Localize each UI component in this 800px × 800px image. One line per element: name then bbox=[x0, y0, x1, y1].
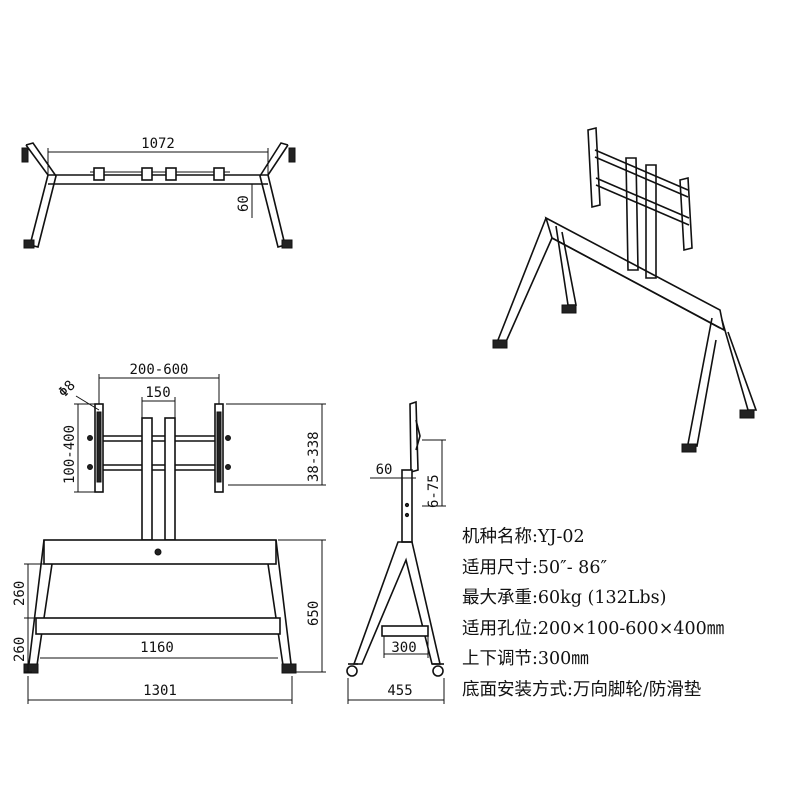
vesa-height-dimension: 100-400 bbox=[62, 425, 78, 484]
spec-value: 200×100-600×400㎜ bbox=[537, 618, 725, 639]
top-view: 1072 60 bbox=[21, 136, 296, 249]
height-adjust-dimension: 38-338 bbox=[306, 431, 322, 482]
hole-diameter-dimension: Φ8 bbox=[56, 378, 79, 401]
total-height-dimension: 650 bbox=[306, 601, 322, 626]
spec-key: 最大承重: bbox=[462, 588, 538, 608]
spec-list: 机种名称:YJ-02 适用尺寸:50″- 86″ 最大承重:60kg (132L… bbox=[462, 522, 798, 705]
top-offset-dimension: 60 bbox=[236, 195, 252, 212]
pin-spacing-dimension: 6-75 bbox=[426, 474, 442, 508]
lower-leg-dimension: 260 bbox=[12, 637, 28, 662]
spec-row-max-load: 最大承重:60kg (132Lbs) bbox=[462, 583, 798, 614]
depth-dimension: 455 bbox=[387, 683, 412, 699]
spec-value: YJ-02 bbox=[537, 527, 585, 547]
spec-key: 上下调节: bbox=[462, 649, 538, 669]
foot-length-dimension: 300 bbox=[391, 640, 416, 656]
column-spacing-dimension: 150 bbox=[145, 385, 170, 401]
spec-row-vesa: 适用孔位:200×100-600×400㎜ bbox=[462, 614, 798, 645]
spec-key: 适用孔位: bbox=[462, 618, 538, 639]
spec-value: 万向脚轮/防滑垫 bbox=[572, 679, 702, 700]
spec-row-base: 底面安装方式:万向脚轮/防滑垫 bbox=[462, 675, 798, 706]
front-view: 200-600 150 Φ8 100-400 38-338 650 260 26… bbox=[12, 362, 326, 704]
spec-value: 50″- 86″ bbox=[537, 557, 607, 578]
isometric-view bbox=[492, 126, 758, 453]
spec-row-model: 机种名称:YJ-02 bbox=[462, 522, 798, 553]
spec-key: 底面安装方式: bbox=[462, 679, 573, 700]
upper-leg-dimension: 260 bbox=[12, 581, 28, 606]
tilt-dimension: 60 bbox=[376, 462, 393, 478]
vesa-width-dimension: 200-600 bbox=[129, 362, 188, 378]
spec-value: 60kg (132Lbs) bbox=[537, 588, 667, 608]
spec-row-screen-size: 适用尺寸:50″- 86″ bbox=[462, 553, 798, 584]
base-width-dimension: 1301 bbox=[143, 683, 177, 699]
side-view: 60 6-75 300 455 bbox=[346, 400, 446, 704]
crossbar-width-dimension: 1160 bbox=[140, 640, 174, 656]
spec-key: 机种名称: bbox=[462, 527, 538, 547]
spec-key: 适用尺寸: bbox=[462, 557, 538, 578]
top-width-dimension: 1072 bbox=[141, 136, 175, 152]
spec-row-height-adjust: 上下调节:300㎜ bbox=[462, 644, 798, 675]
spec-value: 300㎜ bbox=[537, 649, 589, 669]
